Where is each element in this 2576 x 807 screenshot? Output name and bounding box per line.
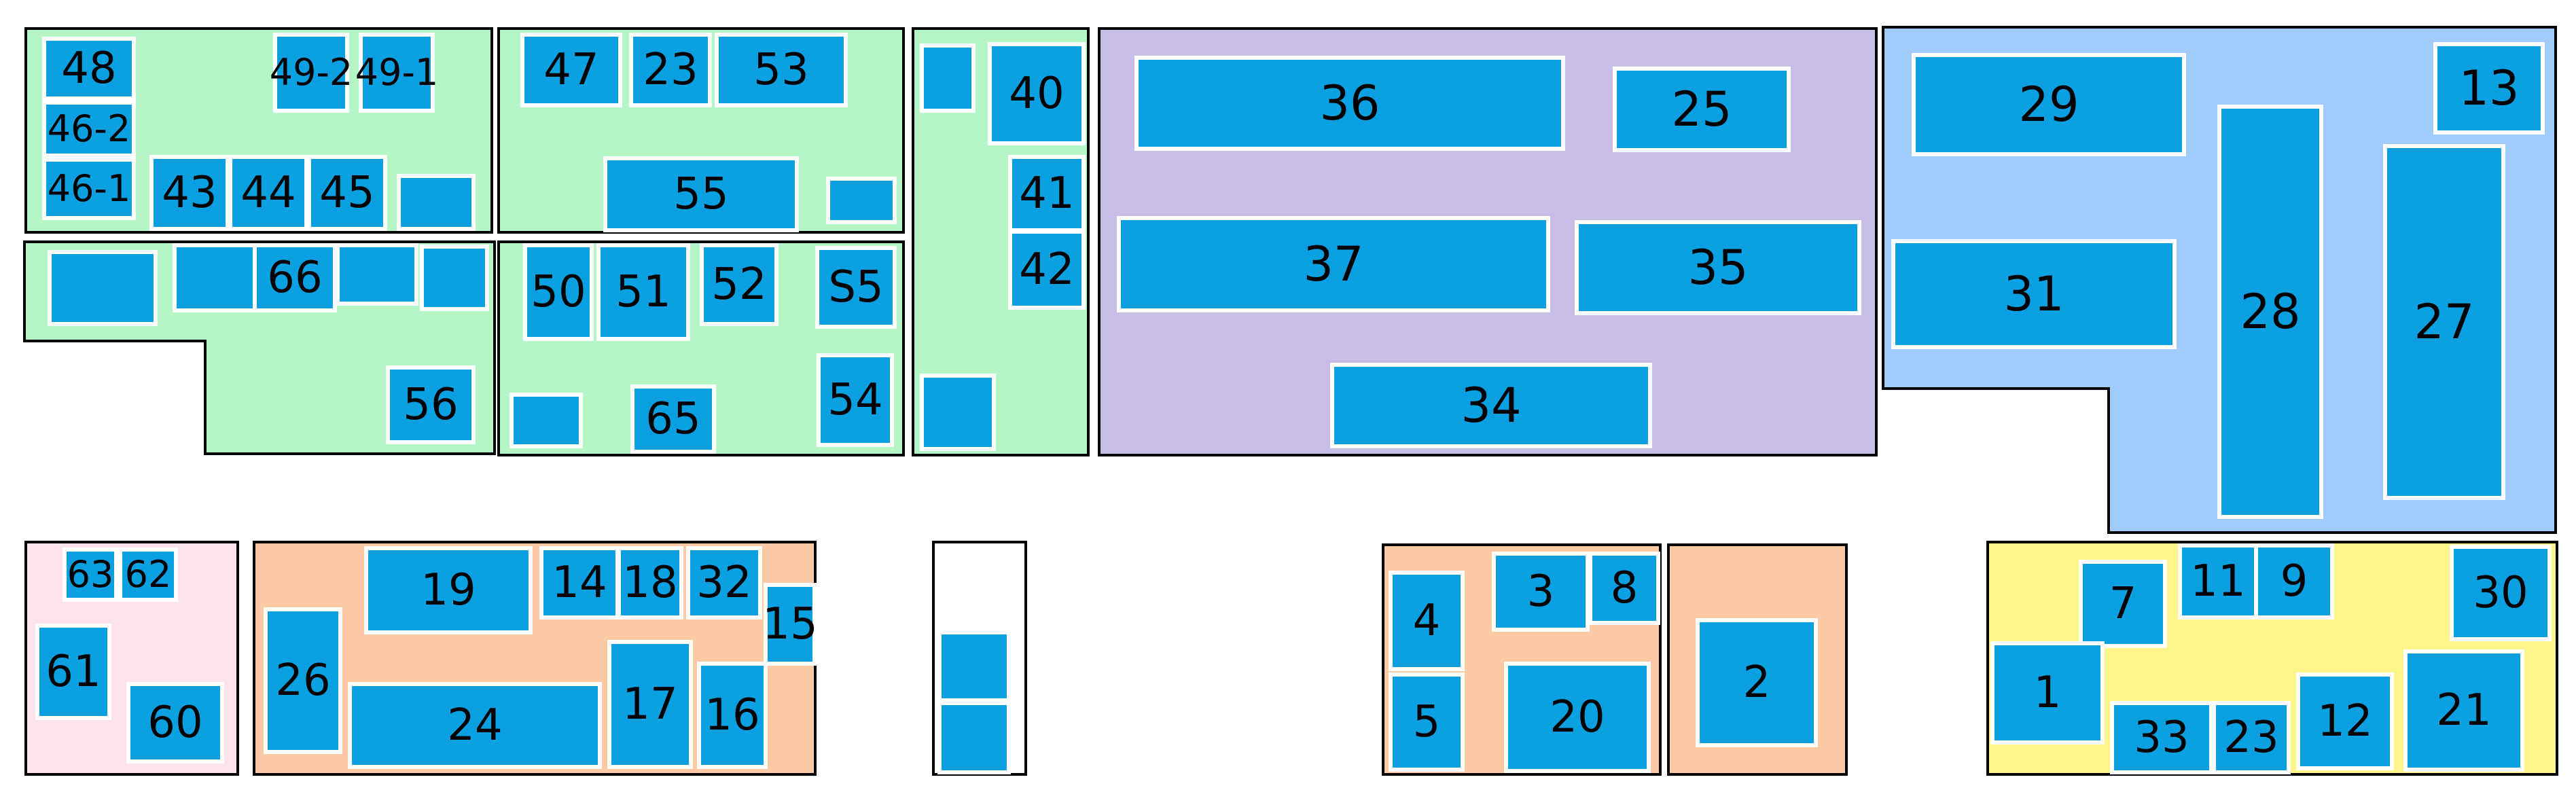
block-48[interactable]: 48 (46, 41, 132, 96)
zone-purple: 36 25 37 35 34 (1098, 27, 1878, 456)
block-18[interactable]: 18 (621, 550, 679, 615)
zone-pink: 63 62 61 60 (24, 541, 239, 776)
block-29[interactable]: 29 (1916, 57, 2182, 152)
block-unlabeled-e1[interactable] (924, 48, 971, 109)
block-49-2[interactable]: 49-2 (270, 37, 353, 109)
block-53[interactable]: 53 (719, 37, 844, 103)
block-45[interactable]: 45 (311, 159, 383, 227)
block-62[interactable]: 62 (122, 552, 174, 598)
block-34[interactable]: 34 (1334, 367, 1648, 444)
block-46-1[interactable]: 46-1 (46, 162, 132, 216)
block-4[interactable]: 4 (1393, 575, 1461, 667)
block-25[interactable]: 25 (1617, 71, 1787, 148)
block-44[interactable]: 44 (232, 159, 304, 227)
block-49-1[interactable]: 49-1 (355, 37, 438, 109)
zone-green-d: 50 51 52 S5 65 54 (497, 240, 905, 456)
block-5[interactable]: 5 (1393, 677, 1461, 768)
block-unlabeled-j1[interactable] (942, 634, 1007, 698)
block-17[interactable]: 17 (611, 644, 689, 765)
block-43[interactable]: 43 (154, 159, 226, 227)
block-20[interactable]: 20 (1508, 666, 1647, 769)
block-65[interactable]: 65 (634, 389, 712, 450)
block-21[interactable]: 21 (2408, 653, 2520, 768)
block-47[interactable]: 47 (524, 37, 618, 103)
zone-orange-b: 4 3 8 5 20 (1382, 543, 1662, 776)
zone-yellow: 7 11 9 30 1 33 23 12 21 (1986, 541, 2558, 776)
block-3[interactable]: 3 (1496, 556, 1586, 628)
block-11[interactable]: 11 (2182, 548, 2254, 615)
block-23-bottom[interactable]: 23 (2216, 705, 2287, 770)
block-unlabeled-b3[interactable] (340, 247, 414, 302)
block-8[interactable]: 8 (1592, 556, 1656, 621)
block-16[interactable]: 16 (701, 666, 764, 765)
block-41[interactable]: 41 (1012, 159, 1081, 228)
zone-blue-blocks: 29 13 31 28 27 (1882, 26, 2558, 537)
zone-green-a: 48 46-2 46-1 49-2 49-1 43 44 45 (24, 27, 493, 234)
block-55[interactable]: 55 (607, 160, 795, 228)
block-9[interactable]: 9 (2258, 548, 2330, 615)
block-54[interactable]: 54 (821, 357, 890, 443)
block-1[interactable]: 1 (1994, 645, 2100, 740)
block-35[interactable]: 35 (1579, 224, 1857, 311)
block-51[interactable]: 51 (601, 247, 686, 337)
block-24[interactable]: 24 (352, 686, 598, 765)
block-61[interactable]: 61 (39, 628, 107, 716)
block-unlabeled-b4[interactable] (424, 249, 485, 307)
block-42[interactable]: 42 (1012, 234, 1081, 306)
block-23-top[interactable]: 23 (633, 37, 708, 103)
block-14[interactable]: 14 (543, 550, 615, 615)
block-32[interactable]: 32 (690, 550, 758, 615)
block-13[interactable]: 13 (2437, 46, 2541, 130)
block-27[interactable]: 27 (2387, 148, 2501, 496)
block-36[interactable]: 36 (1139, 60, 1561, 147)
zone-orange-c: 2 (1667, 543, 1848, 776)
block-60[interactable]: 60 (130, 686, 220, 759)
zone-orange-a: 19 14 18 32 15 26 24 17 16 (253, 541, 818, 776)
block-52[interactable]: 52 (704, 247, 774, 322)
block-37[interactable]: 37 (1121, 220, 1546, 308)
block-2[interactable]: 2 (1700, 622, 1814, 743)
zone-green-c: 47 23 53 55 (497, 27, 905, 234)
block-unlabeled-d1[interactable] (514, 397, 579, 444)
block-unlabeled-b1[interactable] (52, 254, 154, 322)
zone-white (932, 541, 1027, 776)
block-unlabeled-e2[interactable] (924, 378, 992, 447)
block-31[interactable]: 31 (1895, 243, 2172, 345)
block-56[interactable]: 56 (390, 370, 471, 440)
block-unlabeled-c1[interactable] (830, 181, 893, 220)
block-40[interactable]: 40 (992, 46, 1081, 141)
block-7[interactable]: 7 (2083, 564, 2163, 644)
zone-green-e: 40 41 42 (912, 27, 1090, 456)
block-30[interactable]: 30 (2454, 549, 2547, 637)
block-19[interactable]: 19 (368, 550, 529, 630)
block-28[interactable]: 28 (2221, 109, 2319, 515)
zone-green-b-blocks: 66 56 (23, 240, 496, 456)
block-50[interactable]: 50 (527, 247, 590, 337)
block-unlabeled-j2[interactable] (942, 705, 1007, 770)
block-unlabeled-a1[interactable] (401, 178, 471, 227)
block-26[interactable]: 26 (268, 611, 338, 750)
block-12[interactable]: 12 (2300, 677, 2390, 766)
block-15[interactable]: 15 (762, 587, 818, 662)
block-63[interactable]: 63 (67, 552, 114, 598)
block-33[interactable]: 33 (2114, 705, 2209, 770)
block-66[interactable]: 66 (257, 247, 333, 308)
block-46-2[interactable]: 46-2 (46, 105, 132, 154)
block-unlabeled-b2[interactable] (177, 247, 253, 308)
block-S5[interactable]: S5 (819, 250, 893, 325)
